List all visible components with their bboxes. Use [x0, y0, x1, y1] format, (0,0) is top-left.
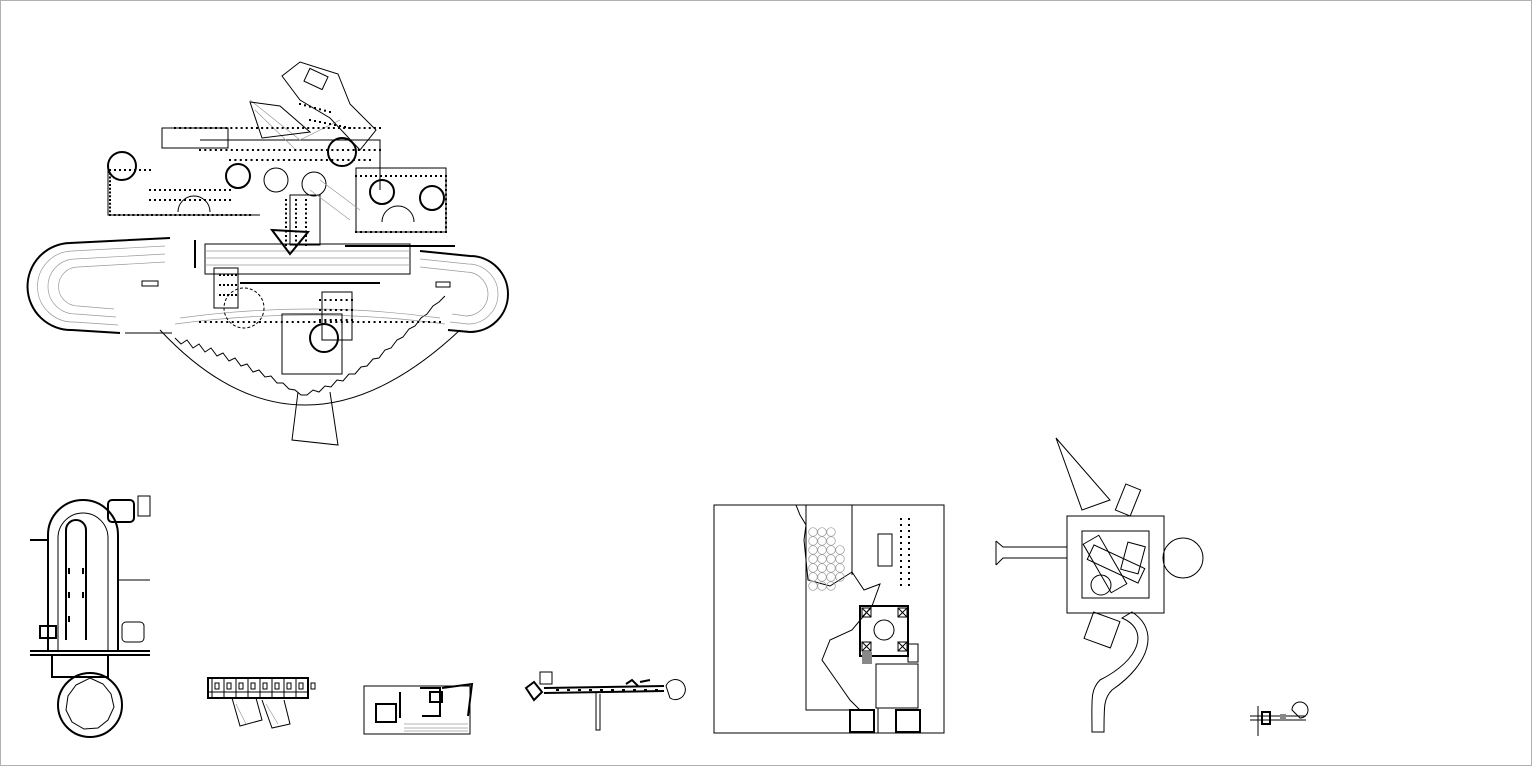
racetrack-west-curve — [26, 237, 171, 334]
small-fragment-plan — [1250, 701, 1309, 736]
villa-complex-plan — [26, 61, 509, 446]
colonnade-dots — [109, 103, 447, 323]
cone-triangle — [1055, 437, 1111, 511]
corridor-walls — [543, 685, 665, 694]
crescent-sawtooth — [174, 295, 446, 396]
curved-ramp — [1091, 611, 1149, 733]
corridor-end-rotunda — [665, 679, 686, 701]
garden-court-plan — [713, 504, 945, 734]
house-plan — [363, 682, 474, 735]
cube-with-cone-plan — [995, 437, 1204, 733]
apsidal-basilica-plan — [30, 495, 151, 738]
cube-inner — [1081, 530, 1150, 599]
row-houses-block — [207, 677, 309, 699]
basilica-outer-wall — [47, 499, 119, 650]
octagonal-tomb — [57, 672, 123, 738]
entry-axis — [995, 540, 1067, 566]
racetrack-east-curve — [419, 250, 509, 334]
spina-band — [204, 243, 411, 275]
linear-corridor-plan — [524, 671, 686, 731]
central-court — [281, 313, 343, 375]
crescent-inner — [159, 329, 461, 406]
garden-wall-irregular — [795, 504, 881, 711]
basilica-inner-aisle — [65, 519, 87, 640]
entry-wedge — [291, 391, 339, 446]
tree-grid — [808, 527, 845, 591]
garden-pavilion — [859, 605, 909, 657]
row-houses-plan — [207, 677, 316, 729]
arrow-mark — [269, 228, 311, 256]
house-outline — [363, 685, 471, 735]
garden-boundary — [713, 504, 945, 734]
side-cylinder — [1162, 537, 1204, 579]
